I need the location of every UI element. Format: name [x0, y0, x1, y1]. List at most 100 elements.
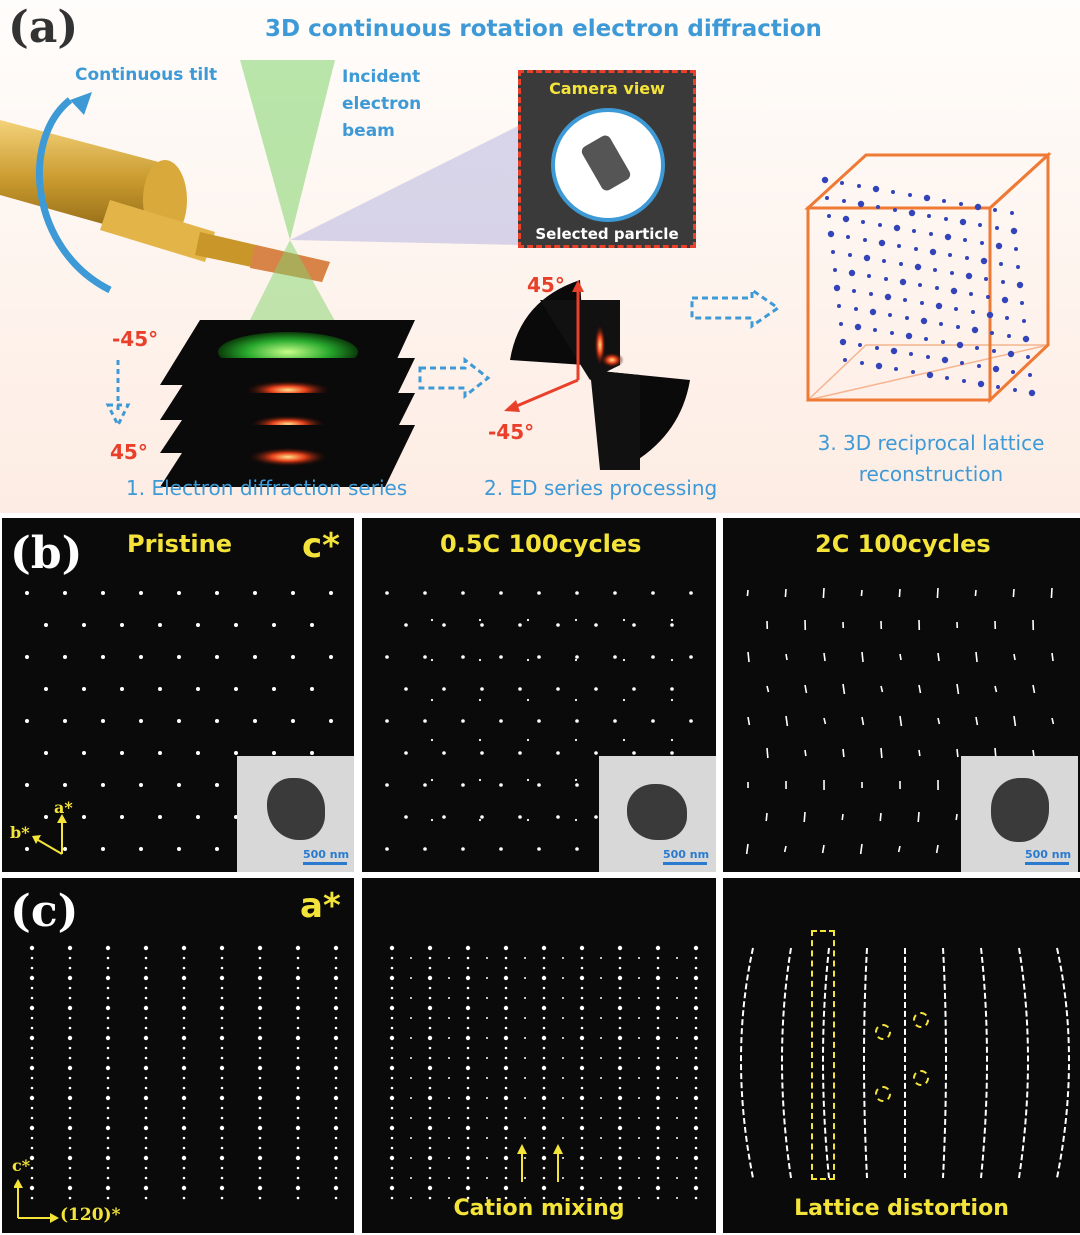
diffraction-spot — [579, 1185, 585, 1191]
diffraction-spot — [618, 1136, 622, 1140]
diffraction-spot — [618, 1106, 622, 1110]
diffraction-spot — [579, 1125, 585, 1131]
diffraction-spot — [182, 1116, 186, 1120]
diffraction-spot — [580, 1046, 584, 1050]
diffraction-spot — [120, 815, 124, 819]
diffraction-spot — [656, 996, 660, 1000]
reciprocal-lattice-point — [1014, 247, 1018, 251]
diffraction-spot — [580, 1076, 584, 1080]
diffraction-spot — [106, 1076, 110, 1080]
diffraction-spot — [257, 1065, 263, 1071]
diffraction-spot — [219, 975, 225, 981]
diffraction-spot — [466, 1136, 470, 1140]
superlattice-spot — [448, 1017, 450, 1019]
superlattice-spot — [574, 658, 578, 662]
superlattice-spot — [638, 1117, 640, 1119]
diffraction-streak — [880, 747, 883, 759]
step1-label: 1. Electron diffraction series — [126, 476, 408, 500]
diffraction-spot — [333, 945, 339, 951]
diffraction-spot — [30, 966, 34, 970]
reciprocal-lattice-point — [969, 292, 973, 296]
diffraction-spot — [296, 1116, 300, 1120]
diffraction-spot — [258, 986, 262, 990]
panel-c-05c: Cation mixing — [362, 878, 716, 1233]
reciprocal-lattice-point — [941, 340, 945, 344]
reciprocal-lattice-point — [840, 181, 844, 185]
diffraction-spot — [181, 975, 187, 981]
superlattice-spot — [526, 698, 530, 702]
superlattice-spot — [448, 1197, 450, 1199]
diffraction-streak — [804, 749, 807, 757]
diffraction-spot — [295, 975, 301, 981]
scale-bar-label: 500 nm — [303, 848, 350, 861]
cation-mixing-label: Cation mixing — [453, 1196, 625, 1221]
diffraction-spot — [334, 966, 338, 970]
diffraction-spot — [258, 966, 262, 970]
diffraction-spot — [466, 1086, 470, 1090]
diffraction-spot — [466, 1076, 470, 1080]
diffraction-spot — [29, 1155, 35, 1161]
reciprocal-lattice-point — [905, 316, 909, 320]
diffraction-spot — [618, 1056, 622, 1060]
diffraction-streak — [956, 748, 959, 758]
diffraction-spot — [656, 1166, 660, 1170]
diffraction-spot — [139, 847, 143, 851]
diffraction-spot — [655, 945, 661, 951]
reciprocal-lattice-point — [948, 253, 952, 257]
diffraction-spot — [105, 1065, 111, 1071]
reciprocal-lattice-point — [878, 223, 882, 227]
diffraction-spot — [542, 1016, 546, 1020]
diffraction-spot — [310, 623, 314, 627]
diffraction-spot — [295, 1185, 301, 1191]
diffraction-spot — [101, 591, 105, 595]
diffraction-spot — [143, 1185, 149, 1191]
diffraction-spot — [310, 687, 314, 691]
diffraction-spot — [428, 1086, 432, 1090]
diffraction-spot — [390, 1176, 394, 1180]
superlattice-spot — [676, 1017, 678, 1019]
diffraction-spot — [182, 986, 186, 990]
diffraction-spot — [296, 986, 300, 990]
reciprocal-lattice-point — [980, 257, 988, 265]
diffraction-spot — [694, 1136, 698, 1140]
diffraction-spot — [106, 986, 110, 990]
highlight-circle — [875, 1086, 891, 1102]
diffraction-spot — [465, 1065, 471, 1071]
superlattice-spot — [638, 957, 640, 959]
superlattice-spot — [448, 1177, 450, 1179]
reciprocal-lattice-point — [1010, 227, 1018, 235]
diffraction-spot — [295, 1125, 301, 1131]
diffraction-spot — [618, 1016, 622, 1020]
diffraction-spot — [220, 1086, 224, 1090]
diffraction-spot — [68, 1076, 72, 1080]
reciprocal-lattice-point — [863, 238, 867, 242]
superlattice-spot — [638, 1197, 640, 1199]
diffraction-spot — [389, 1155, 395, 1161]
diffraction-spot — [694, 1046, 698, 1050]
superlattice-spot — [562, 1097, 564, 1099]
diffraction-spot — [272, 751, 276, 755]
diffraction-spot — [427, 1035, 433, 1041]
diffraction-spot — [480, 623, 484, 627]
reciprocal-lattice-point — [941, 356, 949, 364]
diffraction-spot — [579, 1065, 585, 1071]
reciprocal-lattice-point — [945, 376, 949, 380]
diffraction-spot — [295, 1065, 301, 1071]
reciprocal-lattice-point — [990, 331, 994, 335]
diffraction-spot — [182, 1166, 186, 1170]
tilt-arrow — [35, 97, 112, 294]
superlattice-spot — [638, 1057, 640, 1059]
diffraction-spot — [461, 783, 465, 787]
diffraction-spot — [144, 1166, 148, 1170]
diffraction-streak — [899, 715, 903, 727]
diffraction-spot — [542, 1046, 546, 1050]
reciprocal-lattice-point — [942, 199, 946, 203]
diffraction-spot — [177, 847, 181, 851]
axis-arrows-b — [32, 814, 67, 855]
diffraction-spot — [694, 986, 698, 990]
panel-b-title-pristine: Pristine — [127, 530, 232, 558]
reciprocal-lattice-point — [1007, 350, 1015, 358]
diffraction-streak — [897, 845, 901, 853]
diffraction-spot — [503, 1065, 509, 1071]
reciprocal-lattice-point — [890, 347, 898, 355]
